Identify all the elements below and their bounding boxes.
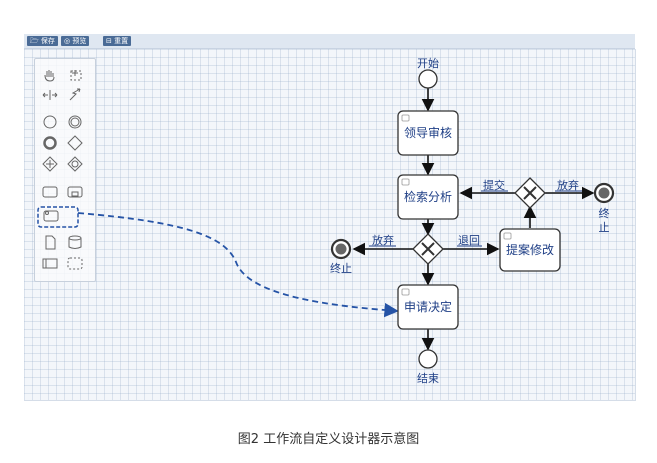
save-label: 保存: [40, 37, 55, 45]
figure-caption: 图2 工作流自定义设计器示意图: [237, 432, 420, 447]
user-task-icon[interactable]: [37, 206, 79, 228]
reset-button[interactable]: ⊟ 重置: [103, 36, 132, 46]
group-icon[interactable]: [67, 257, 83, 270]
diagram-canvas[interactable]: [24, 49, 636, 401]
task-apply-decision-label: 申请决定: [404, 299, 452, 314]
palette-icons: [37, 70, 83, 270]
drag-path: [77, 212, 399, 318]
end-label: 结束: [417, 372, 439, 385]
task-apply-decision[interactable]: [397, 284, 459, 330]
event-gateway-icon[interactable]: [67, 156, 83, 172]
connect-tool-icon[interactable]: [69, 88, 81, 101]
data-store-icon[interactable]: [68, 235, 82, 249]
terminate-label-right-line1: 终: [599, 206, 610, 220]
end-event-icon[interactable]: [43, 136, 57, 150]
parallel-gateway-icon[interactable]: [42, 156, 58, 172]
terminate-event-right[interactable]: [593, 182, 615, 204]
task-modify-proposal[interactable]: [499, 228, 561, 272]
task-retrieve-analyze[interactable]: [397, 174, 459, 220]
exclusive-gateway-main[interactable]: [412, 233, 444, 265]
flow-abandon-left-label: 放弃: [372, 233, 394, 247]
terminate-event-left[interactable]: [330, 238, 352, 260]
gateway-icon[interactable]: [67, 135, 83, 151]
task-leader-review-label: 领导审核: [404, 125, 452, 140]
start-event[interactable]: [418, 69, 438, 89]
preview-button[interactable]: ◎ 预览: [61, 36, 90, 46]
flow-submit-label: 提交: [483, 178, 505, 192]
terminate-label-left: 终止: [330, 261, 352, 275]
pool-icon[interactable]: [42, 258, 58, 269]
subprocess-icon[interactable]: [67, 186, 83, 198]
start-label: 开始: [417, 56, 439, 70]
lasso-tool-icon[interactable]: [70, 70, 82, 81]
intermediate-event-icon[interactable]: [68, 115, 82, 129]
terminate-label-right-line2: 止: [599, 221, 610, 234]
task-icon[interactable]: [42, 186, 58, 198]
task-leader-review[interactable]: [397, 110, 459, 156]
flow-return-label: 退回: [458, 234, 480, 247]
task-retrieve-analyze-label: 检索分析: [404, 189, 452, 204]
reset-label: 重置: [114, 37, 129, 45]
user-task-icon: [401, 178, 410, 186]
preview-label: 预览: [72, 37, 87, 45]
space-tool-icon[interactable]: [42, 90, 58, 100]
exclusive-gateway-modify[interactable]: [514, 177, 546, 209]
end-event[interactable]: [418, 349, 438, 369]
data-object-icon[interactable]: [45, 235, 56, 250]
save-button[interactable]: 🗁 保存: [27, 36, 58, 46]
tool-palette: [34, 58, 96, 282]
user-task-icon: [401, 288, 410, 296]
flow-abandon-right-label: 放弃: [557, 178, 579, 192]
hand-tool-icon[interactable]: [44, 70, 55, 82]
user-task-icon: [401, 114, 410, 122]
toolbar: 🗁 保存 ◎ 预览 ⊟ 重置: [24, 34, 635, 49]
task-modify-proposal-label: 提案修改: [506, 242, 554, 257]
user-task-icon: [503, 232, 512, 240]
start-event-icon[interactable]: [43, 115, 57, 129]
